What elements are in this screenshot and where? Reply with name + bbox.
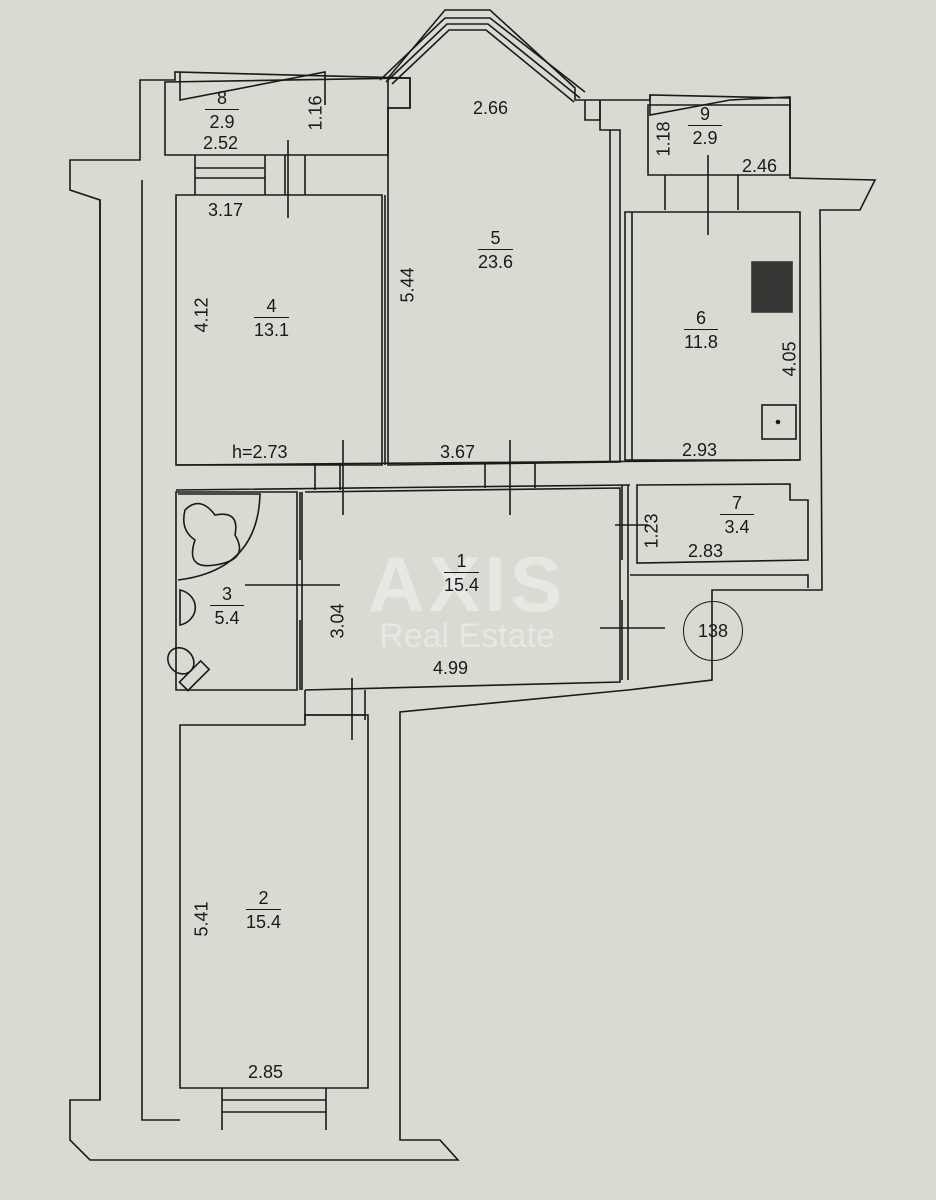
stove-icon — [751, 261, 793, 313]
room-7-label: 7 3.4 — [720, 493, 755, 537]
balcony-9 — [647, 104, 791, 176]
ceiling-height: h=2.73 — [232, 442, 288, 462]
dim-room8-width: 2.52 — [203, 133, 239, 153]
room-2-walls — [179, 714, 369, 1089]
room-3-walls — [175, 491, 298, 691]
dim-room2-depth: 5.41 — [191, 901, 212, 937]
toilet-icon — [167, 647, 211, 692]
room-6-label: 6 11.8 — [684, 308, 719, 352]
room-2-label: 2 15.4 — [246, 888, 282, 932]
dim-room6-depth: 4.05 — [779, 341, 800, 377]
dim-room4-depth: 4.12 — [191, 297, 212, 333]
watermark-brand: AXIS — [368, 540, 567, 628]
room-9-label: 9 2.9 — [688, 104, 723, 148]
washbasin-icon — [179, 589, 197, 626]
dim-room5-depth: 5.44 — [397, 267, 418, 303]
dim-room9-width: 2.46 — [742, 156, 778, 176]
dim-room5-top: 2.66 — [473, 98, 509, 118]
room-5-walls — [387, 100, 621, 466]
dim-room4-width: 3.17 — [208, 200, 244, 220]
kitchen-sink-icon — [761, 404, 797, 440]
watermark-tagline: Real Estate — [379, 617, 555, 655]
dim-room1-depth: 3.04 — [327, 603, 348, 639]
room-7-walls — [636, 483, 809, 564]
room-1-label: 1 15.4 — [444, 551, 480, 595]
room-3-label: 3 5.4 — [210, 584, 245, 628]
dim-room7-width: 2.83 — [688, 541, 724, 561]
dim-room7-depth: 1.23 — [641, 513, 662, 549]
bathtub-icon — [177, 493, 261, 581]
room-4-label: 4 13.1 — [254, 296, 290, 340]
dim-room5-width: 3.67 — [440, 442, 476, 462]
dim-room1-width: 4.99 — [433, 658, 469, 678]
dim-room9-depth: 1.18 — [653, 121, 674, 157]
apartment-number-badge: 138 — [683, 601, 743, 661]
dim-room8-depth: 1.16 — [305, 95, 326, 131]
room-8-label: 8 2.9 — [205, 88, 240, 132]
room-1-walls — [304, 487, 621, 691]
dim-room2-width: 2.85 — [248, 1062, 284, 1082]
room-5-label: 5 23.6 — [478, 228, 514, 272]
dim-room6-width: 2.93 — [682, 440, 718, 460]
watermark: AXIS Real Estate — [368, 545, 566, 653]
room-4-walls — [175, 194, 383, 466]
